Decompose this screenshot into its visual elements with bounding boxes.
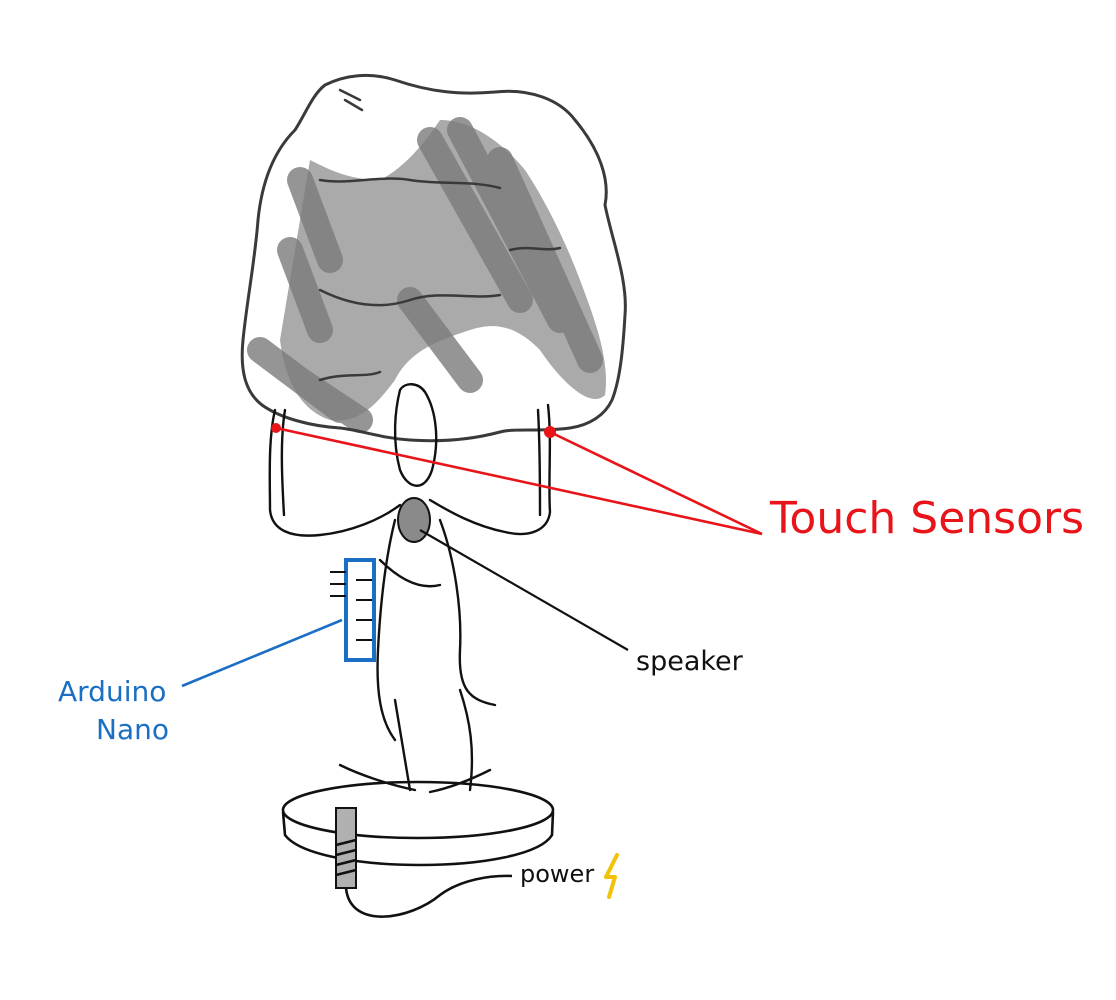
- arduino-nano-board: [330, 558, 376, 662]
- base-side: [281, 811, 555, 867]
- speaker-leader: [419, 529, 629, 651]
- rock-crevices: [318, 88, 562, 382]
- power-cable: [344, 874, 513, 918]
- arduino-label-line2: Nano: [96, 713, 169, 746]
- base: [281, 780, 555, 918]
- touch-leader-right: [549, 430, 763, 536]
- touch-leader-left: [275, 426, 763, 536]
- lightning-bolt-icon: [604, 853, 619, 899]
- legs: [338, 688, 492, 794]
- power-jack: [335, 807, 357, 889]
- arduino-label-line1: Arduino: [58, 675, 167, 708]
- touch-sensors-label: Touch Sensors: [770, 493, 1085, 544]
- speaker-body: [397, 497, 431, 543]
- head: [393, 383, 438, 487]
- touch-sensor-callouts: [271, 423, 763, 536]
- arduino-leader: [181, 618, 343, 688]
- power-jack-threads: [335, 838, 357, 877]
- torso: [376, 518, 497, 742]
- left-arm: [268, 408, 402, 537]
- rock-shading-strokes: [247, 117, 603, 433]
- rock-outline: [240, 74, 627, 443]
- power-label: power: [520, 860, 595, 888]
- base-top: [281, 780, 555, 840]
- arduino-pins: [330, 571, 372, 641]
- rock: [240, 74, 627, 443]
- arduino-board-outline: [344, 558, 376, 662]
- atlas-figure: [268, 383, 552, 794]
- right-arm: [428, 403, 552, 536]
- speaker-label: speaker: [636, 646, 743, 677]
